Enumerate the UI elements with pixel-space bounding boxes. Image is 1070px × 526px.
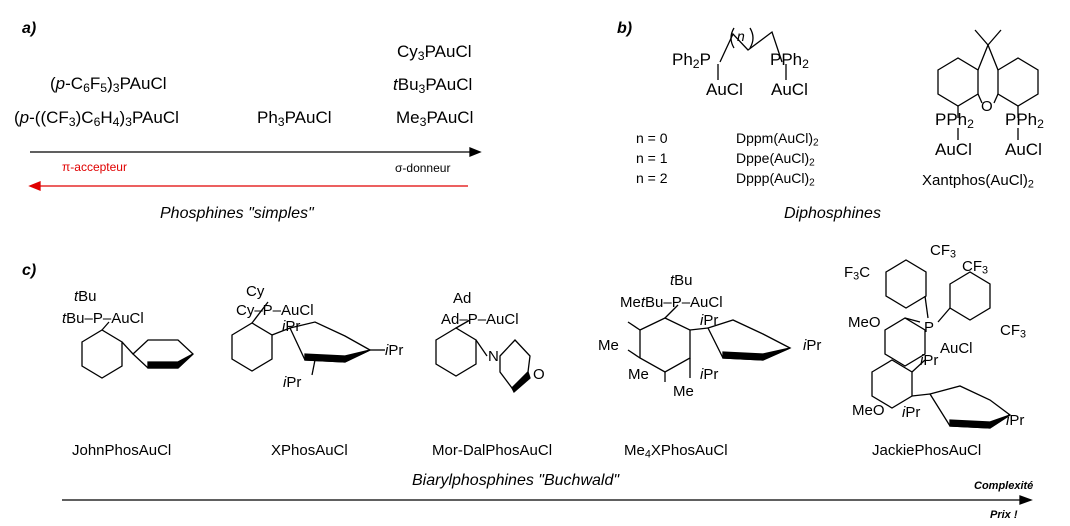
pi-arrowhead: [28, 181, 41, 191]
panel-c-caption: Biarylphosphines "Buchwald": [412, 472, 620, 489]
mordalphos-rings: [435, 319, 531, 394]
dppp-name: Dppp(AuCl)2: [736, 170, 815, 189]
xantphos-name: Xantphos(AuCl)2: [922, 172, 1034, 191]
me4xphos-rings: [627, 304, 792, 382]
gold-chloride-right: AuCl: [771, 80, 808, 99]
johnphos-name: JohnPhosAuCl: [72, 442, 172, 459]
pi-acceptor-label: π-accepteur: [62, 160, 127, 174]
complexity-arrowhead: [1019, 495, 1033, 505]
jackiephos-ipr-mid: iPr: [902, 404, 921, 421]
jackiephos-cf3-top: CF3: [930, 242, 957, 261]
mordalphos-name: Mor-DalPhosAuCl: [432, 442, 553, 459]
jackiephos-f3c: F3C: [844, 264, 871, 283]
jackiephos-aucl: AuCl: [940, 340, 973, 357]
jackiephos-cf3-mid: CF3: [962, 258, 989, 277]
panel-a-label: a): [22, 20, 37, 37]
xphos-rings: [231, 301, 385, 376]
panel-b-label: b): [617, 20, 633, 37]
me4xphos-me-bottom: Me: [673, 383, 694, 400]
xantphos-aucl-right: AuCl: [1005, 140, 1042, 159]
me4xphos-me-left-1: Me: [598, 337, 619, 354]
xphos-ipr-top: iPr: [282, 318, 301, 335]
morpholine-oxygen: O: [533, 366, 545, 383]
mordalphos-ad-p: Ad–P–AuCl: [441, 311, 519, 328]
jackiephos-ipr-right: iPr: [1006, 412, 1025, 429]
trimethyl-phosphine-complex: Me3PAuCl: [396, 108, 474, 130]
tricyclohexyl-phosphine-complex: Cy3PAuCl: [397, 42, 472, 64]
diphenylphosphino-left: Ph2P: [672, 50, 711, 72]
xphos-ipr-bottom: iPr: [283, 374, 302, 391]
johnphos-tbu-p: tBu–P–AuCl: [62, 310, 144, 327]
chain-index: n: [737, 28, 745, 44]
chain-bracket-left: [730, 27, 735, 49]
panel-c-label: c): [22, 262, 37, 279]
johnphos-tbu: tBu: [74, 288, 97, 305]
jackiephos-meo-bottom: MeO: [852, 402, 885, 419]
xphos-cy: Cy: [246, 283, 265, 300]
jackiephos-ipr-top: iPr: [920, 352, 939, 369]
price-label: Prix !: [990, 509, 1018, 521]
dppe-name: Dppe(AuCl)2: [736, 150, 815, 169]
xantphos-backbone: [937, 29, 1039, 140]
xantphos-pph2-left: PPh2: [935, 110, 974, 132]
xphos-name: XPhosAuCl: [271, 442, 348, 459]
xanthene-oxygen: O: [981, 98, 993, 115]
n-value-1: n = 1: [636, 150, 668, 166]
jackiephos-cf3-right: CF3: [1000, 322, 1027, 341]
sigma-arrowhead: [469, 147, 482, 157]
me4xphos-tbu: tBu: [670, 272, 693, 289]
chain-bracket-right: [749, 27, 754, 49]
n-value-2: n = 2: [636, 170, 668, 186]
jackiephos-phosphorus: P: [924, 319, 935, 336]
tri-tert-butyl-phosphine-complex: tBu3PAuCl: [393, 75, 473, 97]
me4xphos-me-left-2: Me: [628, 366, 649, 383]
xantphos-pph2-right: PPh2: [1005, 110, 1044, 132]
gold-chloride-left: AuCl: [706, 80, 743, 99]
panel-b-caption: Diphosphines: [784, 205, 881, 222]
me4xphos-name: Me4XPhosAuCl: [624, 442, 728, 461]
xphos-cy-p: Cy–P–AuCl: [236, 302, 314, 319]
diphenylphosphino-right: PPh2: [770, 50, 809, 72]
xphos-ipr-right: iPr: [385, 342, 404, 359]
triphenyl-phosphine-complex: Ph3PAuCl: [257, 108, 332, 130]
me4xphos-ipr-top: iPr: [700, 312, 719, 329]
jackiephos-rings: [871, 259, 1012, 429]
dppm-name: Dppm(AuCl)2: [736, 130, 819, 149]
trifluoromethyl-phosphine-complex: (p-((CF3)C6H4)3PAuCl: [14, 108, 179, 130]
me4xphos-ipr-right: iPr: [803, 337, 822, 354]
n-value-0: n = 0: [636, 130, 668, 146]
morpholine-nitrogen: N: [488, 348, 499, 365]
jackiephos-name: JackiePhosAuCl: [872, 442, 982, 459]
diphosphine-chain: [719, 30, 783, 63]
perfluoro-phosphine-complex: (p-C6F5)3PAuCl: [50, 74, 167, 96]
xantphos-aucl-left: AuCl: [935, 140, 972, 159]
mordalphos-ad: Ad: [453, 290, 472, 307]
me4xphos-me-tbu-p: MetBu–P–AuCl: [620, 294, 723, 311]
me4xphos-ipr-bottom: iPr: [700, 366, 719, 383]
sigma-donor-label: σ-donneur: [395, 161, 451, 175]
panel-a-caption: Phosphines "simples": [160, 205, 314, 222]
jackiephos-meo-top: MeO: [848, 314, 881, 331]
johnphos-rings: [81, 321, 194, 379]
complexity-label: Complexité: [974, 480, 1034, 492]
